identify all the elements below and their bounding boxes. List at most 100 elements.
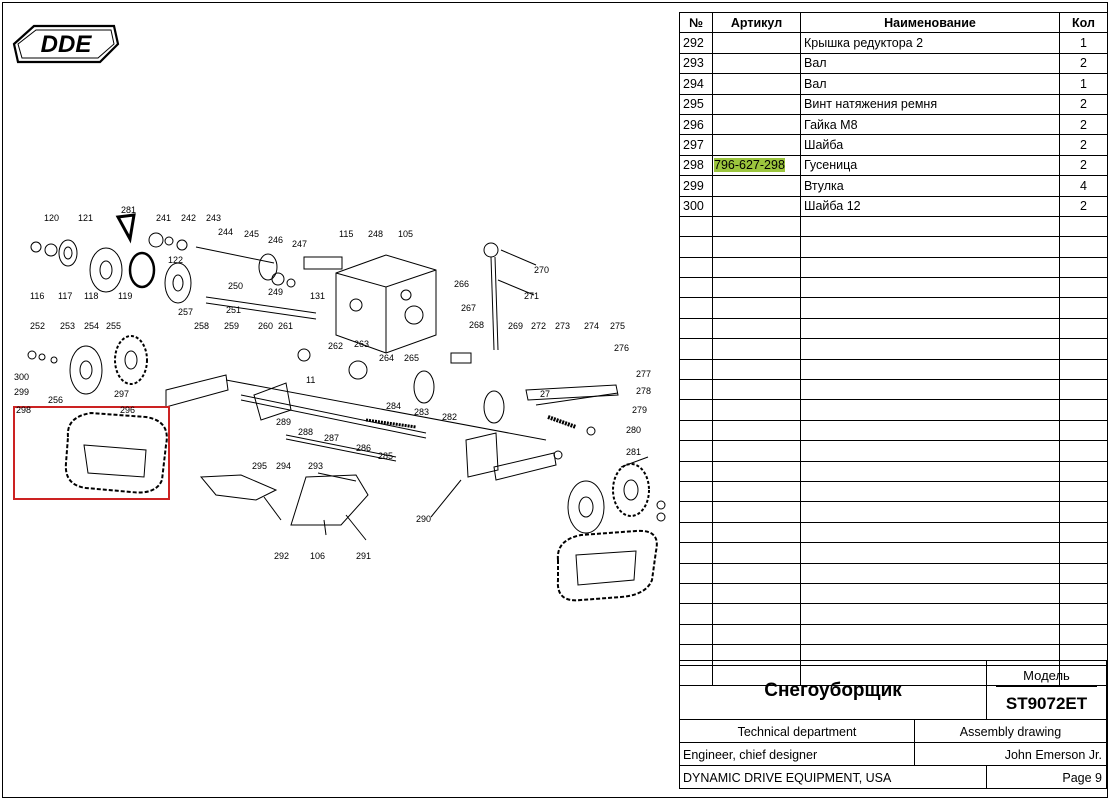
department: Technical department (679, 719, 915, 743)
header-name: Наименование (800, 11, 1060, 34)
cell-art (712, 175, 801, 197)
cell-name (800, 501, 1060, 523)
cell-qty (1059, 236, 1108, 258)
cell-name (800, 236, 1060, 258)
callout: 266 (454, 279, 469, 289)
cell-qty: 1 (1059, 73, 1108, 95)
callout: 283 (414, 407, 429, 417)
empty-table-row (679, 419, 1108, 442)
cell-qty: 2 (1059, 52, 1108, 75)
cell-qty (1059, 562, 1108, 584)
callout: 243 (206, 213, 221, 223)
empty-table-row (679, 582, 1108, 605)
cell-art (712, 113, 801, 136)
callout: 105 (398, 229, 413, 239)
cell-art (712, 317, 801, 340)
cell-art (712, 603, 801, 625)
callout: 263 (354, 339, 369, 349)
cell-qty (1059, 582, 1108, 605)
cell-qty (1059, 440, 1108, 462)
cell-art (712, 93, 801, 115)
cell-art (712, 236, 801, 258)
empty-table-row (679, 317, 1108, 340)
cell-qty (1059, 297, 1108, 319)
empty-table-row (679, 664, 1108, 686)
empty-table-row (679, 623, 1108, 646)
cell-name: Гайка М8 (800, 113, 1060, 136)
cell-num: 297 (679, 134, 713, 156)
cell-qty (1059, 542, 1108, 564)
cell-num: 293 (679, 52, 713, 75)
cell-qty (1059, 664, 1108, 686)
callout: 281 (121, 205, 136, 215)
cell-qty (1059, 379, 1108, 401)
cell-art (712, 501, 801, 523)
cell-name (800, 358, 1060, 381)
callout: 106 (310, 551, 325, 561)
callout: 122 (168, 255, 183, 265)
empty-table-row (679, 562, 1108, 584)
cell-qty (1059, 460, 1108, 482)
cell-name: Втулка (800, 175, 1060, 197)
callout: 115 (339, 229, 353, 239)
empty-table-row (679, 460, 1108, 482)
empty-table-row (679, 501, 1108, 523)
callout: 273 (555, 321, 570, 331)
cell-art (712, 460, 801, 482)
cell-art (712, 32, 801, 54)
cell-num: 298 (679, 154, 713, 177)
callout: 284 (386, 401, 401, 411)
cell-num (679, 603, 713, 625)
callout: 270 (534, 265, 549, 275)
callout: 281 (626, 447, 641, 457)
empty-table-row (679, 215, 1108, 238)
callout: 253 (60, 321, 75, 331)
cell-num (679, 582, 713, 605)
callout: 241 (156, 213, 171, 223)
callout: 257 (178, 307, 193, 317)
cell-num (679, 297, 713, 319)
callout: 242 (181, 213, 196, 223)
cell-num: 292 (679, 32, 713, 54)
callout: 119 (118, 291, 132, 301)
cell-qty: 2 (1059, 134, 1108, 156)
empty-table-row (679, 440, 1108, 462)
cell-name (800, 623, 1060, 646)
drawing-type: Assembly drawing (914, 719, 1107, 743)
callout: 295 (252, 461, 267, 471)
header-quantity: Кол (1059, 11, 1108, 34)
callout: 286 (356, 443, 371, 453)
cell-num (679, 419, 713, 442)
callout: 300 (14, 372, 29, 382)
cell-num (679, 379, 713, 401)
callout: 11 (306, 375, 315, 385)
empty-table-row (679, 297, 1108, 319)
callout: 255 (106, 321, 121, 331)
callout: 269 (508, 321, 523, 331)
callout: 116 (30, 291, 44, 301)
cell-qty: 2 (1059, 195, 1108, 217)
cell-name: Гусеница (800, 154, 1060, 177)
cell-art (712, 440, 801, 462)
table-header-row: № Артикул Наименование Кол (679, 11, 1108, 34)
cell-name (800, 603, 1060, 625)
empty-table-row (679, 521, 1108, 544)
article-highlight: 796-627-298 (714, 158, 785, 173)
cell-num: 294 (679, 73, 713, 95)
callout: 245 (244, 229, 259, 239)
cell-name (800, 297, 1060, 319)
callout: 260 (258, 321, 273, 331)
cell-name: Вал (800, 52, 1060, 75)
cell-name (800, 215, 1060, 238)
cell-qty (1059, 317, 1108, 340)
title-block: Снегоуборщик Модель ST9072ET Technical d… (679, 660, 1107, 790)
cell-name (800, 256, 1060, 279)
cell-num (679, 236, 713, 258)
callout: 274 (584, 321, 599, 331)
cell-art (712, 256, 801, 279)
